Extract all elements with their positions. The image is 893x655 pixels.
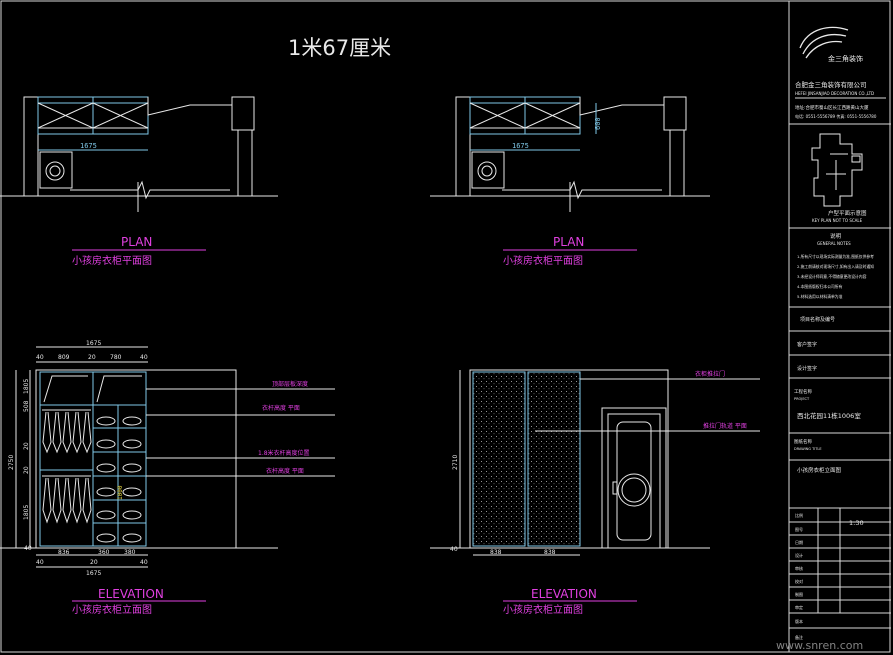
elev-left-height-3: 20 [23,442,30,450]
elev-left-bottom-dim-1: 836 [58,549,70,556]
main-title: 1米67厘米 [288,36,391,60]
info-label-date: 日期 [795,539,803,545]
elev-right-callout-1: 衣柜推拉门 [695,370,725,378]
row-label-client-sign: 客户签字 [797,341,817,348]
elev-right-height-base: 40 [450,546,458,553]
elev-left-height-1: 1805 [23,379,30,394]
project-label-en: PROJECT [794,397,810,401]
elev-right-heading: ELEVATION [531,587,597,601]
elev-left-bottom-dim-6: 40 [140,559,148,566]
elev-left-height-6: 40 [24,545,32,552]
sliding-door-right [527,371,581,547]
note-line-3: 3.未经设计师同意,不得随意更改设计内容 [797,274,867,279]
bottom-remark-label: 备注 [795,634,803,640]
plan-right-heading: PLAN [553,235,584,249]
info-label-approve: 审定 [795,604,803,610]
company-tel: 电话: 0551-5556789 传真: 0551-5556780 [795,113,877,119]
elev-right-callout-2: 推拉门轨道 平面 [703,422,747,430]
info-label-check: 校对 [795,578,803,584]
elev-left-bottom-dim-5: 20 [90,559,98,566]
elev-left-height-5: 20 [23,466,30,474]
plan-right-caption: 小孩房衣柜平面图 [503,254,583,267]
project-label: 工程名称 [794,388,812,395]
watermark: www.snren.com [776,639,863,652]
note-line-1: 1.所有尺寸以现场实际测量为准,图纸仅供参考 [797,254,874,259]
elev-left-height-total: 2750 [8,455,15,470]
plan-left-width-dim: 1675 [80,142,97,150]
elev-left-bottom-dim-4: 40 [36,559,44,566]
elev-left-bottom-dim-2: 360 [98,549,110,556]
company-logo-icon [799,26,849,59]
elev-left-callout-1: 顶部层板深度 [272,380,308,388]
key-plan-sub: KEY PLAN NOT TO SCALE [812,218,863,223]
elev-right-bottom-dim-2: 838 [544,549,556,556]
elev-right-caption: 小孩房衣柜立面图 [503,603,583,616]
elev-left-heading: ELEVATION [98,587,164,601]
sliding-door-left [472,371,526,547]
elev-left-mid-dim: 1000 [117,485,124,500]
elev-right-height-total: 2710 [452,455,459,470]
info-label-draft: 制图 [795,591,803,597]
elev-left-top-dim-1: 40 [36,354,44,361]
plan-view-right [430,96,710,212]
elev-left-bottom-dim-total: 1675 [86,570,101,577]
elev-left-bottom-dim-3: 380 [124,549,136,556]
elev-left-callout-4: 衣杆高度 平面 [266,467,304,475]
key-floorplan-icon [811,133,863,207]
project-name: 西北花园11栋1006室 [797,411,861,420]
company-address: 地址:合肥市蜀山区长江西路黄山大厦 [795,104,869,111]
info-label-designer: 设计 [795,552,803,558]
note-line-5: 5.材料选用以材料清单为准 [797,294,843,299]
plan-right-width-dim: 1675 [512,142,529,150]
drawing-name: 小孩房衣柜立面图 [797,466,842,474]
company-name-en: HEFEI JINSANJIAO DECORATION CO.,LTD [795,91,874,96]
elev-left-callout-2: 衣杆高度 平面 [262,404,300,412]
title-block [788,1,891,652]
row-label-designer-sign: 设计签字 [797,365,817,372]
plan-view-left [0,96,278,212]
elev-right-bottom-dim-1: 838 [490,549,502,556]
plan-left-caption: 小孩房衣柜平面图 [72,254,152,267]
scale-value: 1:30 [849,519,864,527]
drawing-label-en: DRAWING TITLE [794,447,822,451]
key-plan-caption: 户型平面示意图 [828,209,867,217]
company-name-cn: 合肥金三角装饰有限公司 [795,80,867,89]
elevation-view-right [430,369,760,556]
hanging-clothes-lower [42,477,92,524]
info-label-scale: 比例 [795,512,803,518]
note-line-4: 4.本图纸版权归本公司所有 [797,284,843,289]
row-label-project-no: 项目名称及编号 [800,316,835,323]
elev-left-top-dim-3: 20 [88,354,96,361]
info-label-drawing-no: 图号 [795,526,803,532]
info-label-version: 版本 [795,618,803,624]
elev-left-height-4: 1805 [23,505,30,520]
elev-left-top-dim-total: 1675 [86,340,101,347]
elev-left-top-dim-2: 809 [58,354,70,361]
info-label-review: 审核 [795,565,803,571]
notes-title: 说明 [830,232,842,240]
folded-clothes [96,416,142,543]
logo-text: 金三角装饰 [828,54,863,63]
plan-left-heading: PLAN [121,235,152,249]
note-line-2: 2.施工前请核对现场尺寸,如有出入请及时通知 [797,264,874,269]
elev-left-callout-3: 1.8米衣杆高度位置 [258,449,310,457]
drawing-label: 图纸名称 [794,438,812,445]
notes-sub: GENERAL NOTES [817,241,851,246]
hanging-clothes-upper [42,411,92,454]
elev-left-top-dim-5: 40 [140,354,148,361]
elev-left-height-2: 508 [23,400,30,412]
elev-left-caption: 小孩房衣柜立面图 [72,603,152,616]
plan-right-depth-dim: 600 [594,117,602,130]
elevation-view-left [0,346,335,568]
elev-left-top-dim-4: 780 [110,354,122,361]
